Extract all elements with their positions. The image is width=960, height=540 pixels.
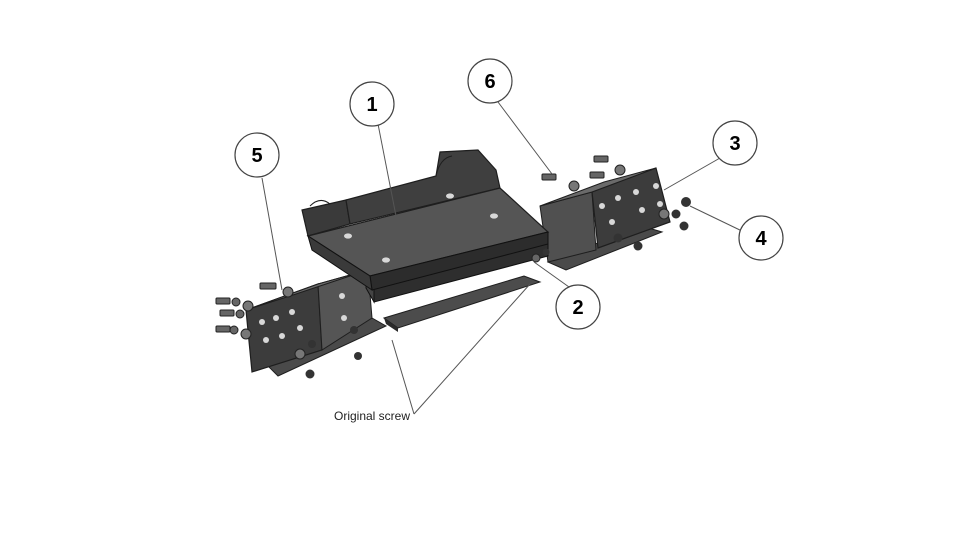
winch-mounting-plate <box>301 149 550 332</box>
callout-5-label: 5 <box>251 145 262 167</box>
left-extension-bracket <box>215 269 388 379</box>
leader-lines <box>261 101 745 415</box>
callout-5: 5 <box>234 132 280 178</box>
callout-4: 4 <box>738 215 784 261</box>
callout-3: 3 <box>712 120 758 166</box>
callout-3-label: 3 <box>729 133 740 155</box>
callout-2-label: 2 <box>572 297 583 319</box>
right-bolts <box>541 155 609 181</box>
callout-4-label: 4 <box>755 228 767 250</box>
right-extension-bracket <box>539 155 691 271</box>
callout-6-label: 6 <box>484 71 495 93</box>
original-screw-caption: Original screw <box>334 409 410 423</box>
callout-2: 2 <box>555 284 601 330</box>
left-bolts <box>215 282 277 335</box>
callout-6: 6 <box>467 58 513 104</box>
callout-1-label: 1 <box>366 94 377 116</box>
callout-1: 1 <box>349 81 395 127</box>
